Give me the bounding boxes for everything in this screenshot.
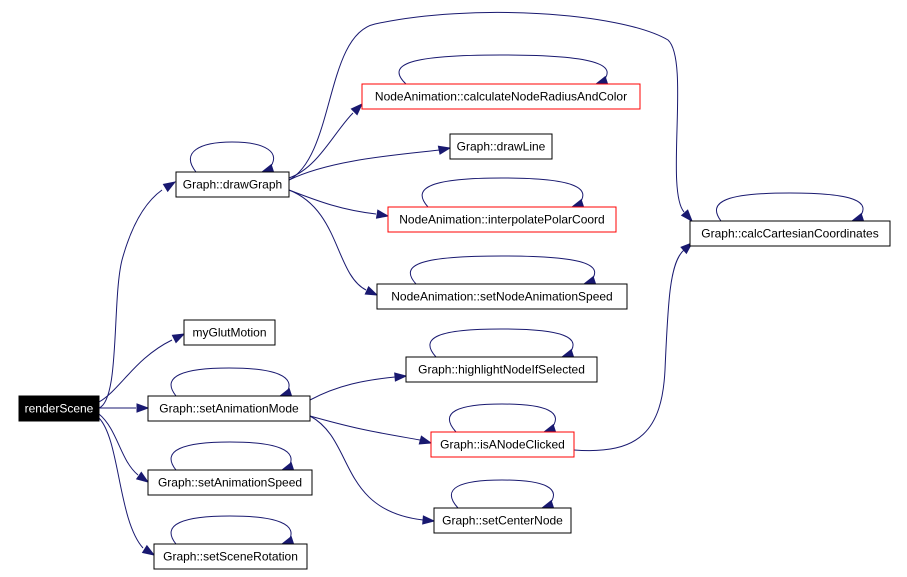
arrowhead-renderscene-to-setscenerotation: [141, 544, 156, 556]
arrowhead-drawgraph-self: [260, 163, 275, 173]
node-graph-isanodeclicked[interactable]: Graph::isANodeClicked: [430, 431, 575, 458]
edge-setnodeanimspeed-self: [410, 255, 596, 285]
arrowhead-isanodeclicked-to-calccartesian: [680, 242, 694, 255]
edge-isanodeclicked-to-calccartesian: [573, 249, 685, 452]
edge-renderscene-to-setscenerotation: [98, 417, 144, 549]
edge-drawgraph-to-calccartesian: [288, 11, 685, 213]
edge-setanimationspeed-self: [170, 441, 292, 471]
node-graph-setanimationspeed[interactable]: Graph::setAnimationSpeed: [147, 469, 313, 496]
edge-calcnoderadius-self: [398, 54, 608, 85]
arrowhead-isanodeclicked-self: [542, 423, 557, 433]
node-graph-drawgraph[interactable]: Graph::drawGraph: [175, 171, 290, 198]
arrowhead-renderscene-to-setanimationmode: [136, 403, 150, 413]
edge-highlight-self: [429, 328, 574, 358]
arrowhead-setcenternode-self: [540, 499, 555, 509]
node-nodeanimation-calculatenoderadiusandcolor[interactable]: NodeAnimation::calculateNodeRadiusAndCol…: [361, 83, 641, 110]
arrowhead-renderscene-to-myglutmotion: [171, 333, 186, 344]
arrowhead-drawgraph-to-calccartesian: [680, 209, 693, 223]
edge-setanimationmode-to-setcenternode: [309, 415, 424, 521]
node-graph-drawline[interactable]: Graph::drawLine: [449, 133, 553, 160]
node-graph-calccartesiancoordinates[interactable]: Graph::calcCartesianCoordinates: [689, 220, 891, 247]
node-label-calccartesiancoordinates: Graph::calcCartesianCoordinates: [701, 227, 878, 241]
edge-setanimationmode-to-isanodeclicked: [309, 415, 421, 441]
edge-setanimationmode-self: [170, 367, 290, 397]
arrowhead-highlight-self: [560, 348, 575, 358]
arrowhead-setanimationmode-to-highlight: [394, 372, 408, 382]
node-graph-setanimationmode[interactable]: Graph::setAnimationMode: [147, 395, 311, 422]
arrowhead-interpolate-self: [570, 198, 585, 208]
edge-drawgraph-to-drawline: [288, 149, 441, 181]
node-graph-setscenerotation[interactable]: Graph::setSceneRotation: [153, 543, 308, 570]
arrowhead-drawgraph-to-setnodeanimspeed: [364, 285, 379, 296]
node-graph-highlightnodeifselected[interactable]: Graph::highlightNodeIfSelected: [405, 356, 598, 383]
edge-drawgraph-self: [189, 141, 275, 173]
arrowhead-setanimationspeed-self: [280, 461, 295, 471]
node-label-interpolatepolarcoord: NodeAnimation::interpolatePolarCoord: [399, 213, 604, 227]
arrowhead-setnodeanimspeed-self: [582, 275, 597, 285]
arrowhead-setanimationmode-to-isanodeclicked: [418, 435, 433, 445]
node-label-drawline: Graph::drawLine: [457, 140, 546, 154]
arrowhead-drawgraph-to-interpolate: [375, 209, 390, 219]
edge-setcenternode-self: [451, 479, 554, 509]
edge-renderscene-to-drawgraph: [98, 189, 163, 409]
node-label-setanimationspeed: Graph::setAnimationSpeed: [158, 476, 302, 490]
node-label-myglutmotion: myGlutMotion: [192, 326, 266, 340]
edge-setscenerotation-self: [170, 515, 292, 545]
node-label-drawgraph: Graph::drawGraph: [183, 178, 282, 192]
node-label-setcenternode: Graph::setCenterNode: [442, 514, 563, 528]
edges: [98, 11, 865, 556]
node-label-isanodeclicked: Graph::isANodeClicked: [440, 438, 565, 452]
arrowhead-setanimationmode-self: [278, 387, 293, 397]
node-label-renderscene: renderScene: [25, 402, 94, 416]
node-label-setanimationmode: Graph::setAnimationMode: [159, 402, 299, 416]
edge-isanodeclicked-self: [449, 403, 556, 433]
node-myglutmotion[interactable]: myGlutMotion: [183, 319, 276, 346]
node-nodeanimation-interpolatepolarcoord[interactable]: NodeAnimation::interpolatePolarCoord: [387, 206, 617, 233]
arrowhead-renderscene-to-setanimationspeed: [135, 471, 150, 483]
arrowhead-setanimationmode-to-setcenternode: [422, 515, 436, 525]
arrowhead-drawgraph-to-calcnoderadius: [350, 102, 364, 116]
node-nodeanimation-setnodeanimationspeed[interactable]: NodeAnimation::setNodeAnimationSpeed: [376, 283, 628, 310]
arrowhead-drawgraph-to-drawline: [437, 145, 452, 155]
arrowhead-setscenerotation-self: [280, 535, 295, 545]
node-label-calculatenoderadiusandcolor: NodeAnimation::calculateNodeRadiusAndCol…: [375, 90, 627, 104]
node-renderscene[interactable]: renderScene: [18, 395, 100, 422]
edge-interpolate-self: [421, 177, 584, 208]
node-graph-setcenternode[interactable]: Graph::setCenterNode: [433, 507, 572, 534]
edge-renderscene-to-myglutmotion: [98, 339, 173, 403]
edge-drawgraph-to-setnodeanimspeed: [288, 189, 367, 291]
edge-calccartesian-self: [716, 192, 864, 222]
node-label-setnodeanimationspeed: NodeAnimation::setNodeAnimationSpeed: [391, 290, 612, 304]
arrowhead-calccartesian-self: [850, 212, 865, 222]
edge-drawgraph-to-interpolate: [288, 189, 377, 215]
edge-setanimationmode-to-highlight: [309, 376, 396, 401]
node-label-setscenerotation: Graph::setSceneRotation: [163, 550, 298, 564]
arrowhead-renderscene-to-drawgraph: [162, 181, 177, 193]
node-label-highlightnodeifselected: Graph::highlightNodeIfSelected: [418, 363, 585, 377]
arrowhead-calcnoderadius-self: [594, 75, 609, 85]
edge-renderscene-to-setanimationspeed: [98, 413, 139, 476]
